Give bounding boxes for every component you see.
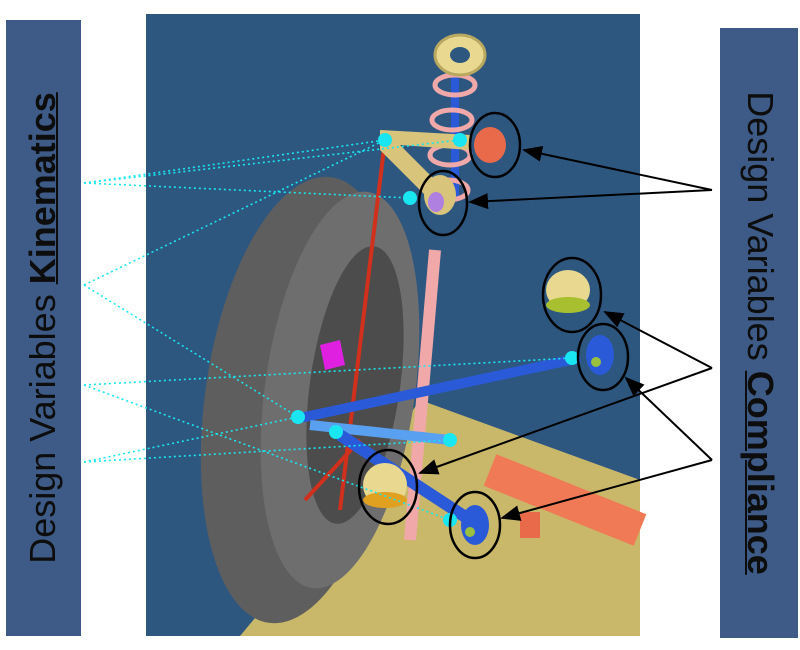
spring-seat-hole xyxy=(450,47,470,63)
kinematics-label-prefix: Design Variables xyxy=(22,284,63,564)
kinematics-label: Design Variables Kinematics xyxy=(22,92,64,564)
upper-bushing-core xyxy=(428,192,444,212)
compliance-panel xyxy=(720,28,798,638)
lower-mount-bushing-ring xyxy=(363,492,407,508)
knuckle xyxy=(320,340,345,370)
kinematics-leader-lines xyxy=(83,139,573,521)
lower-bushing-front-core xyxy=(591,357,601,367)
hardpoints xyxy=(291,133,579,527)
lower-bushing-front xyxy=(586,335,614,375)
compliance-highlight-circles xyxy=(357,111,630,560)
lower-bushing-rear-core xyxy=(465,527,475,537)
compliance-label-emphasis: Compliance xyxy=(740,370,781,575)
tie-rod-lower xyxy=(303,438,362,502)
kinematics-label-emphasis: Kinematics xyxy=(22,92,63,285)
compliance-label-prefix: Design Variables xyxy=(740,91,781,371)
upper-bushing-front xyxy=(474,127,506,163)
compliance-label: Design Variables Compliance xyxy=(739,91,781,575)
bushing-mount xyxy=(520,512,540,538)
upper-control-arm xyxy=(380,130,470,205)
compliance-arrows xyxy=(418,145,713,521)
lower-control-arm-front xyxy=(298,353,582,423)
lower-bushing-rear xyxy=(461,505,489,545)
tie-rod xyxy=(338,139,387,511)
kinematics-panel xyxy=(6,20,81,636)
top-mount-bushing-ring xyxy=(546,297,590,313)
